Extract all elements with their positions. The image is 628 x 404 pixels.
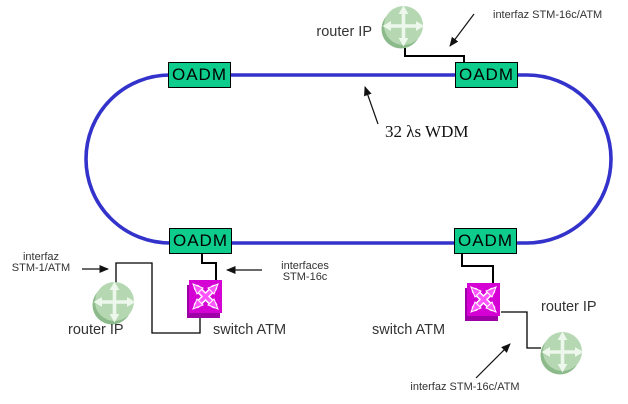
router-icon-top [379, 4, 426, 51]
oadm-node-top-right: OADM [455, 62, 518, 88]
annotation-middle-line1: interfaces [281, 260, 329, 272]
ring-capacity-label: 32 λs WDM [385, 122, 469, 141]
wires [115, 48, 541, 349]
router-ip-label-bottom-right: router IP [541, 299, 597, 315]
optical-ring [84, 73, 613, 245]
router-ip-label-top: router IP [316, 24, 372, 40]
wire-oadm-to-switch-left [201, 254, 217, 282]
annotation-middle: interfaces STM-16c [268, 261, 342, 282]
wire-router-to-switch-left [115, 262, 201, 334]
annotation-top-right: interfaz STM-16c/ATM [493, 9, 603, 21]
annotation-bottom-right: interfaz STM-16c/ATM [410, 381, 520, 393]
annotation-left-line2: STM-1/ATM [11, 261, 71, 274]
arrow-top-right [449, 13, 475, 47]
switch-atm-label-bottom-left: switch ATM [213, 322, 287, 338]
wire-oadm-to-switch-right [461, 254, 494, 286]
oadm-node-bottom-left: OADM [169, 228, 232, 254]
wire-top-router-to-oadm [404, 48, 465, 63]
arrow-wdm [364, 86, 379, 125]
switch-atm-label-bottom-right: switch ATM [372, 322, 446, 338]
router-ip-label-bottom-left: router IP [68, 322, 124, 338]
router-icon-bottom-left [90, 280, 137, 327]
oadm-node-top-left: OADM [168, 62, 231, 88]
annotation-left-line1: interfaz [22, 251, 60, 263]
annotation-middle-line2: STM-16c [282, 270, 328, 283]
annotation-arrows [82, 13, 511, 379]
switch-icon-bottom-right [465, 283, 500, 321]
router-icon-bottom-right [538, 330, 585, 377]
oadm-node-bottom-right: OADM [454, 228, 517, 254]
annotation-left: interfaz STM-1/ATM [0, 252, 82, 273]
switch-icon-bottom-left [187, 280, 222, 318]
wire-switch-to-router-right [501, 311, 541, 349]
arrow-bottom-right [475, 343, 511, 379]
